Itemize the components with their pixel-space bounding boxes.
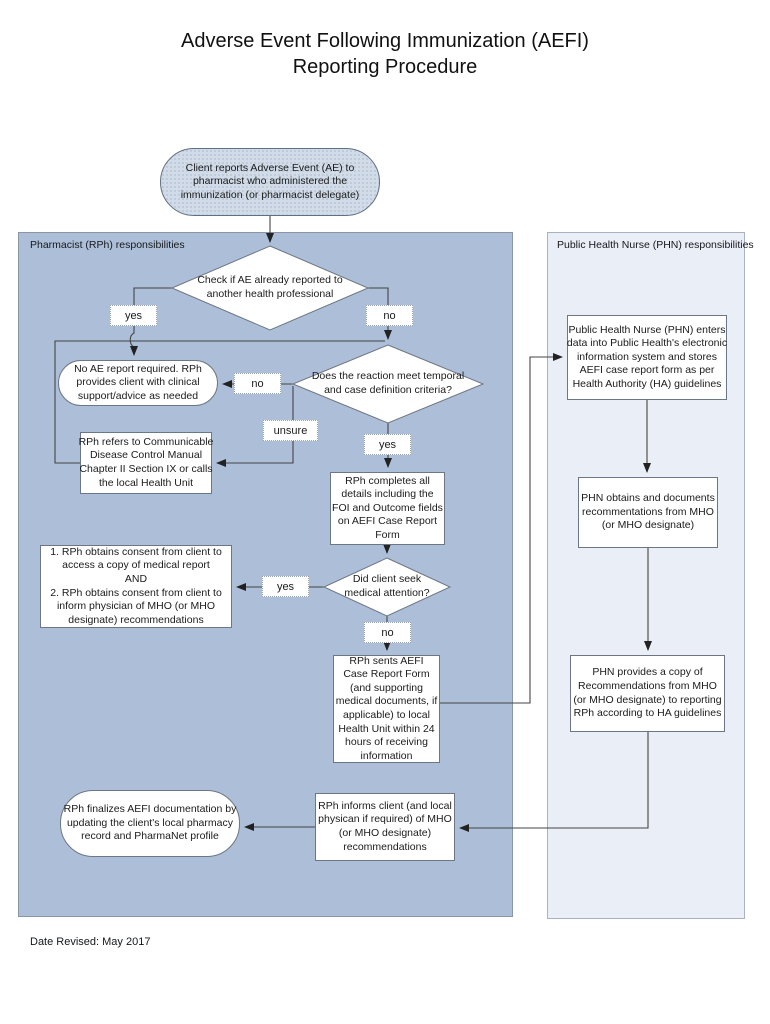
edge-label-no-1: no: [366, 305, 413, 326]
connector-manual-feedback: [54, 340, 385, 464]
node-phn-enters-data: Public Health Nurse (PHN) enters data in…: [567, 315, 727, 400]
node-informs-client: RPh informs client (and local physican i…: [315, 793, 455, 861]
node-completes-details: RPh completes all details including the …: [330, 472, 445, 545]
page-title: Adverse Event Following Immunization (AE…: [181, 30, 589, 78]
decision-medical-attention-shape: [322, 557, 452, 617]
node-finalizes: RPh finalizes AEFI documentation by upda…: [60, 790, 240, 857]
connector-phn3-to-informs: [459, 732, 649, 832]
node-sends-form: RPh sents AEFI Case Report Form (and sup…: [333, 655, 440, 763]
decision-medical-attention-label: Did client seek medical attention?: [344, 573, 430, 599]
phn-panel-label: Public Health Nurse (PHN) responsibiliti…: [557, 239, 754, 251]
node-phn-obtains: PHN obtains and documents recommentation…: [578, 477, 718, 548]
date-revised-note: Date Revised: May 2017: [30, 936, 151, 948]
edge-label-yes-3: yes: [262, 576, 309, 597]
edge-label-unsure: unsure: [263, 420, 318, 441]
decision-check-reported-label: Check if AE already reported to another …: [197, 274, 343, 300]
edge-label-yes-2: yes: [364, 434, 411, 455]
decision-criteria-shape: [291, 344, 485, 424]
connector-criteria-unsure: [216, 386, 294, 467]
decision-criteria-label: Does the reaction meet temporal and case…: [311, 370, 465, 396]
connector-check-yes: [129, 287, 172, 356]
pharmacist-panel-label: Pharmacist (RPh) responsibilities: [30, 239, 185, 251]
decision-check-reported-shape: [170, 245, 370, 331]
edge-label-no-3: no: [364, 622, 411, 643]
edge-label-no-2: no: [234, 373, 281, 394]
node-refers-manual: RPh refers to Communicable Disease Contr…: [79, 432, 213, 494]
node-consent: 1. RPh obtains consent from client to ac…: [40, 545, 232, 628]
node-phn-provides: PHN provides a copy of Recommendations f…: [570, 655, 725, 732]
node-no-report-required: No AE report required. RPh provides clie…: [58, 360, 218, 406]
connector-sends-to-phn: [440, 353, 563, 704]
node-start: Client reports Adverse Event (AE) to pha…: [160, 148, 380, 216]
edge-label-yes-1: yes: [110, 305, 157, 326]
